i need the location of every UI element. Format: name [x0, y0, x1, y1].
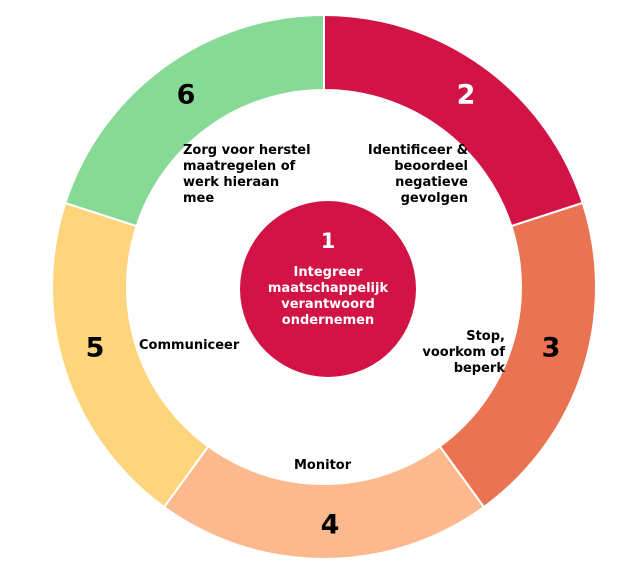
- ring-segment-6: [64, 13, 325, 228]
- segment-number-2: 2: [457, 80, 476, 111]
- center-step-number: 1: [320, 229, 336, 253]
- segment-number-6: 6: [177, 80, 196, 111]
- step-label-3: Stop, voorkom of beperk: [422, 329, 505, 376]
- center-step-text: Integreer maatschappelijk verantwoord on…: [267, 265, 389, 328]
- step-label-2: Identificeer & beoordeel negatieve gevol…: [367, 143, 468, 206]
- ring-segment-5: [51, 201, 210, 509]
- center-step: 1 Integreer maatschappelijk verantwoord …: [240, 201, 416, 377]
- step-label-5: Communiceer: [139, 338, 240, 353]
- segment-number-5: 5: [86, 333, 105, 364]
- step-label-6: Zorg voor herstel maatregelen of werk hi…: [183, 143, 311, 206]
- step-label-4: Monitor: [294, 458, 352, 473]
- segment-number-3: 3: [542, 333, 561, 364]
- segment-number-4: 4: [321, 510, 340, 541]
